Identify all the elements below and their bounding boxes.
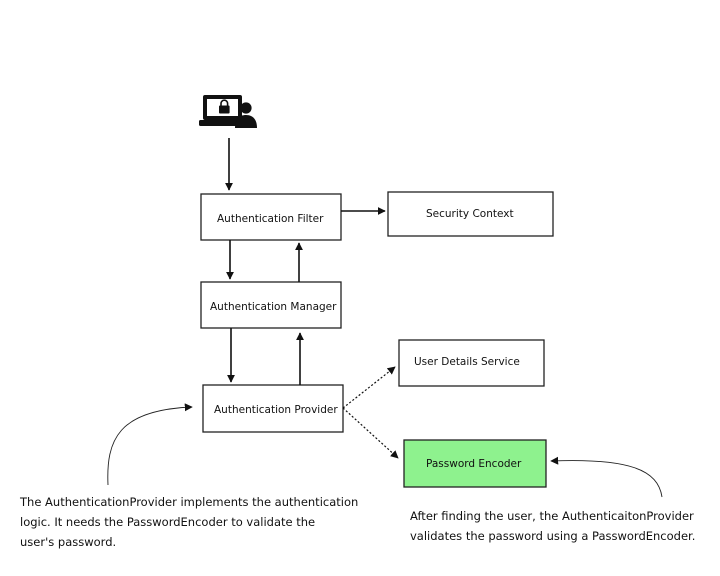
authentication-provider-node: Authentication Provider (202, 384, 344, 433)
provider-note-line: user's password. (20, 535, 117, 549)
password-encoder-box (403, 439, 547, 488)
password-encoder-label: Password Encoder (426, 458, 522, 470)
password-encoder-node: Password Encoder (403, 439, 547, 488)
authentication-manager-node: Authentication Manager (200, 281, 342, 329)
authentication-filter-node: Authentication Filter (200, 193, 342, 241)
security-context-node: Security Context (387, 191, 554, 237)
laptop-lock-user-icon (199, 95, 257, 128)
encoder-note: After finding the user, the Authenticait… (410, 506, 695, 546)
note-encoder-pointer (550, 456, 663, 498)
note-provider-pointer (107, 403, 193, 486)
encoder-note-line: validates the password using a PasswordE… (410, 529, 696, 543)
security-context-label: Security Context (426, 208, 514, 220)
edge-provider-to-password-encoder (342, 407, 399, 459)
provider-note: The AuthenticationProvider implements th… (20, 492, 358, 552)
encoder-note-line: After finding the user, the Authenticait… (410, 509, 694, 523)
authentication-manager-label: Authentication Manager (210, 301, 337, 313)
authentication-filter-label: Authentication Filter (217, 213, 324, 225)
user-details-service-label: User Details Service (414, 356, 520, 368)
edge-provider-to-user-details-service (342, 366, 396, 409)
provider-note-line: The AuthenticationProvider implements th… (20, 495, 359, 509)
authentication-provider-label: Authentication Provider (214, 404, 338, 416)
provider-note-line: logic. It needs the PasswordEncoder to v… (20, 515, 316, 529)
user-details-service-node: User Details Service (398, 339, 545, 387)
